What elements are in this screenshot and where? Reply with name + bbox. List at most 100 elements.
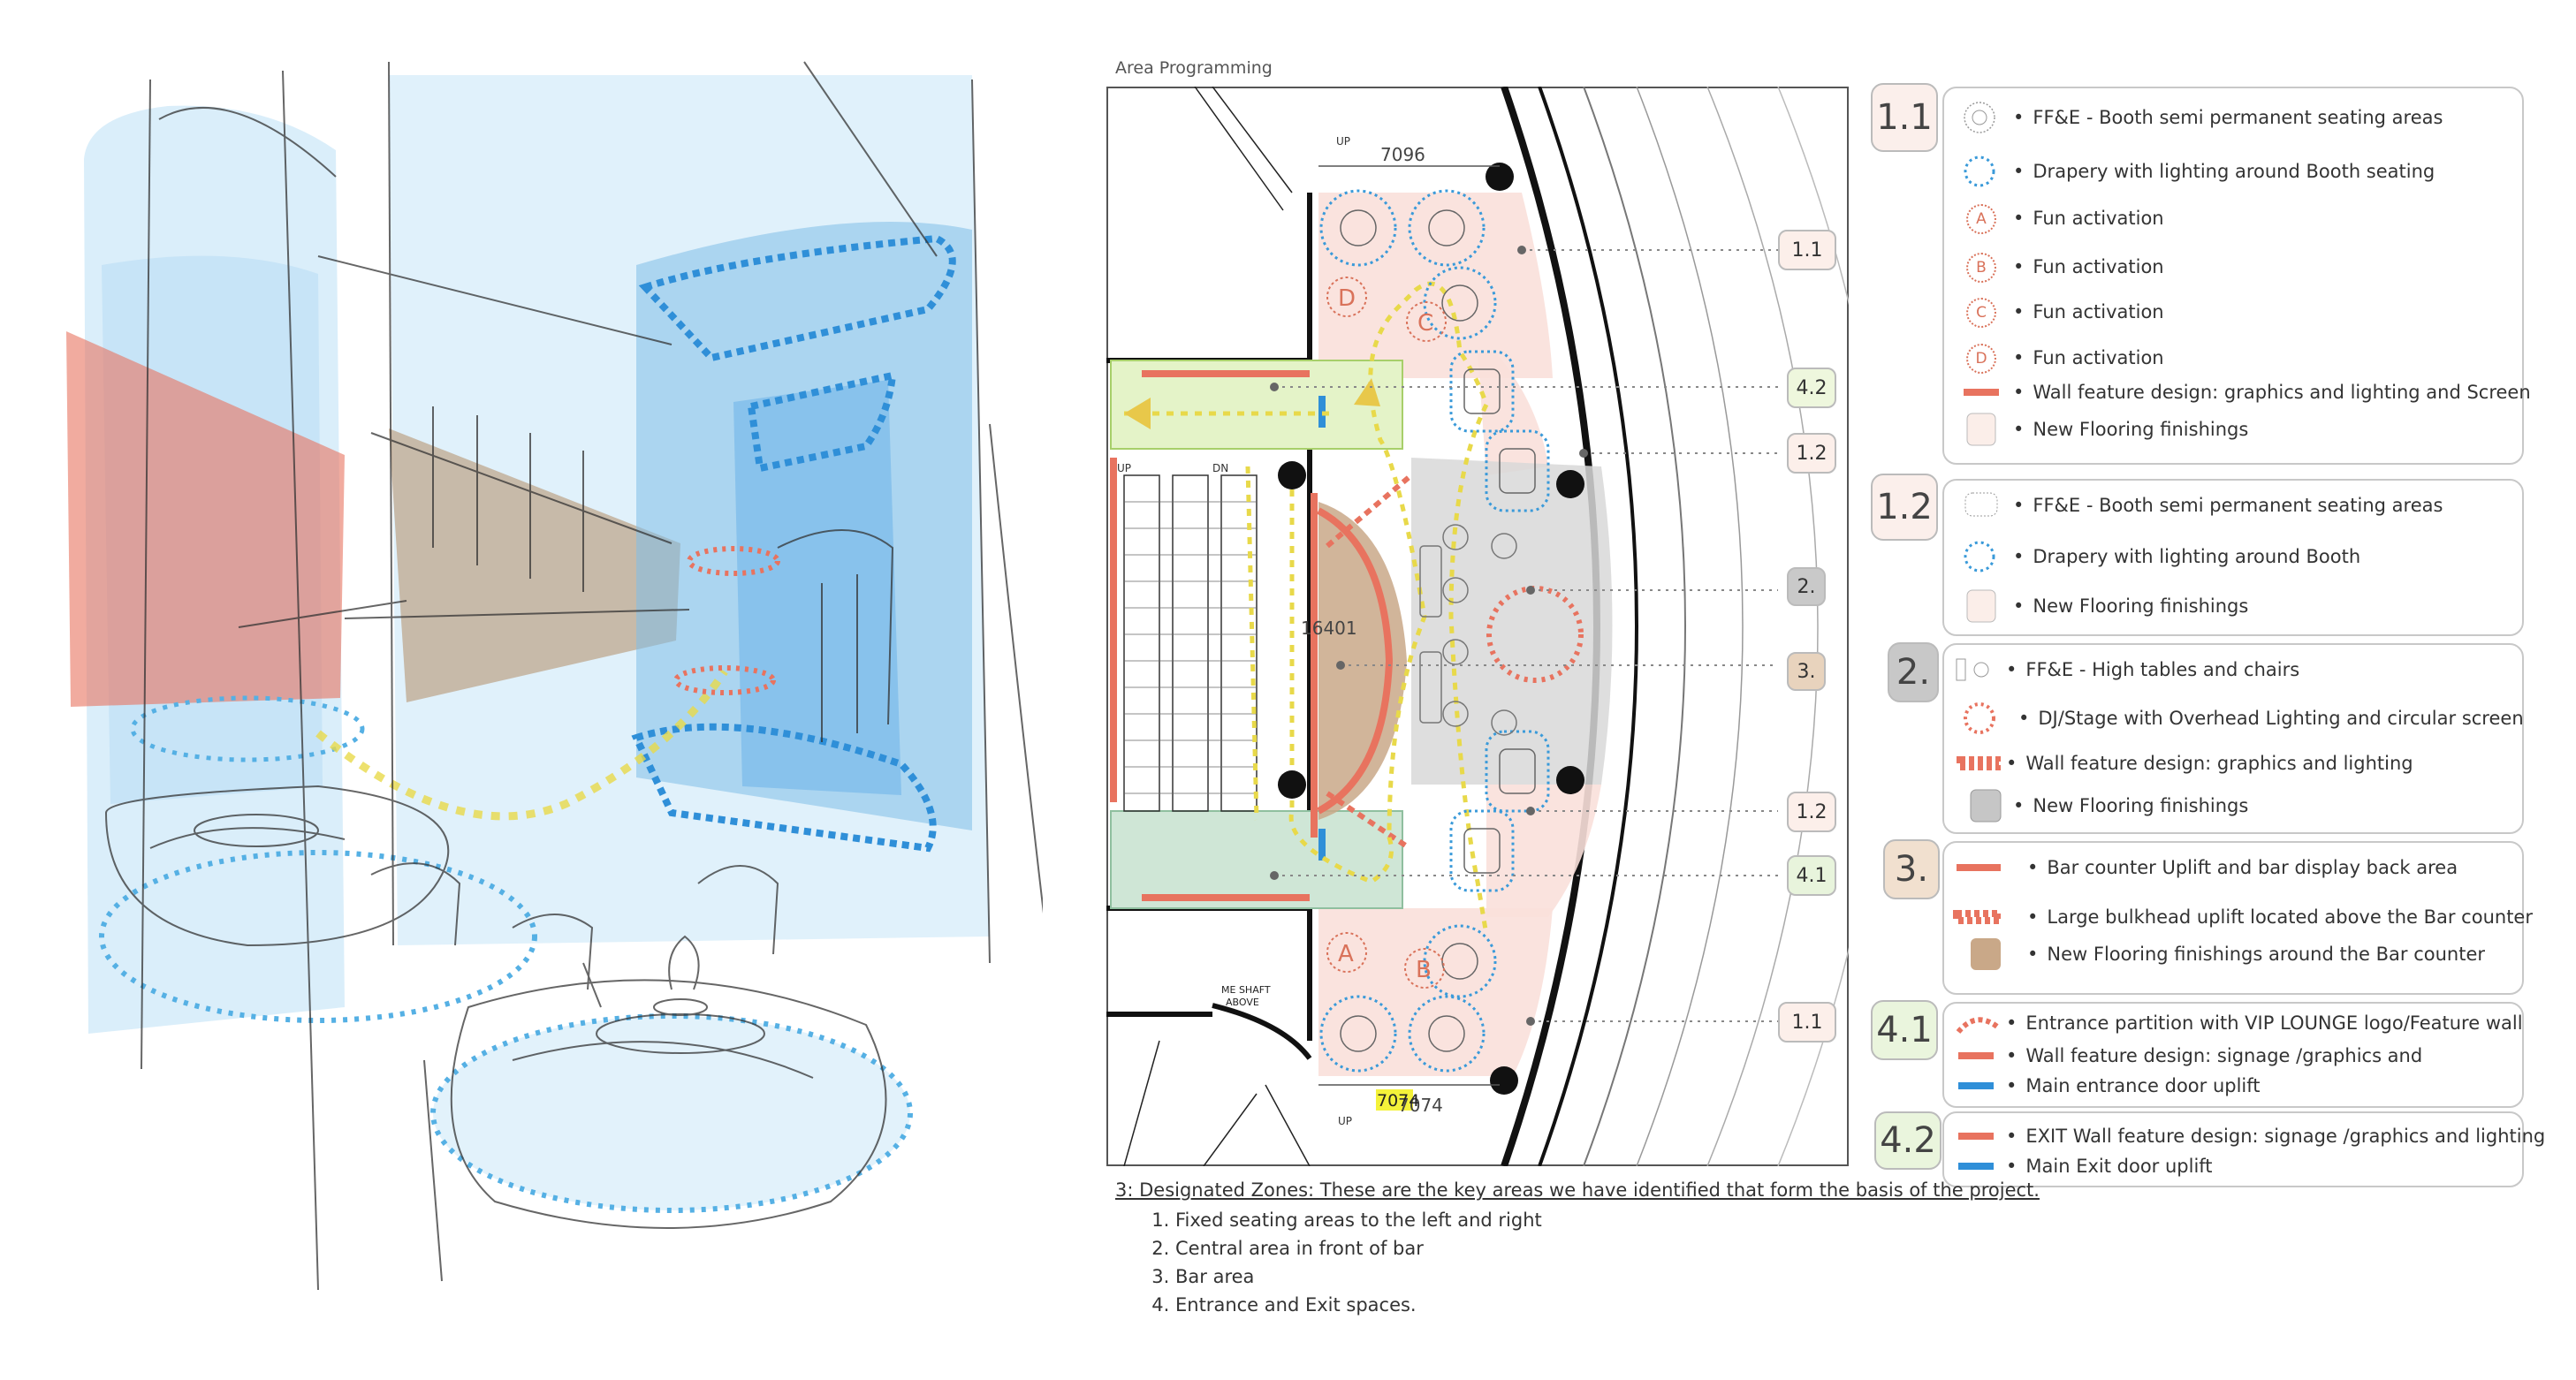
- legend-row-1-2-floor: New Flooring finishings: [1960, 588, 2248, 624]
- legend-row-1-2-booth: FF&E - Booth semi permanent seating area…: [1960, 488, 2443, 523]
- red-dashed-arc-icon: [1953, 1005, 2001, 1041]
- legend-badge-4-2: 4.2: [1874, 1111, 1941, 1170]
- notes-title: 3: Designated Zones: These are the key a…: [1115, 1179, 2040, 1201]
- plan-callout-2: 2.: [1787, 567, 1826, 606]
- plan-title: Area Programming: [1115, 58, 1273, 78]
- legend-row-1-1-d: D Fun activation: [1960, 340, 2164, 375]
- legend-box-4-2: [1942, 1111, 2524, 1187]
- legend-row-1-1-c: C Fun activation: [1960, 294, 2164, 330]
- legend-row-2-tables: FF&E - High tables and chairs: [1953, 652, 2299, 687]
- plan-dj-stage: [1486, 586, 1584, 683]
- drapery-blue-circle-icon: [1960, 154, 2008, 189]
- sketch-bar-back: [389, 428, 680, 702]
- notes-item: Fixed seating areas to the left and righ…: [1175, 1206, 2040, 1234]
- blue-bar-icon: [1953, 1068, 2001, 1103]
- plan-zone-1-1-top: [1318, 193, 1553, 378]
- plan-callout-1-1-top: 1.1: [1778, 230, 1836, 270]
- red-dashed-bar-icon: [1953, 899, 2004, 935]
- notes-list: Fixed seating areas to the left and righ…: [1115, 1206, 2040, 1319]
- legend-box-1-2: [1942, 479, 2524, 636]
- sketch-booth-drapery-left: [99, 850, 537, 1023]
- legend-box-2: [1942, 643, 2524, 834]
- circle-a-icon: A: [1960, 201, 2008, 236]
- red-bar-icon: [1953, 850, 2013, 885]
- legend-row-2-wall: Wall feature design: graphics and lighti…: [1953, 746, 2413, 781]
- legend-row-2-floor: New Flooring finishings: [1960, 788, 2248, 823]
- legend-row-4-1-wall: Wall feature design: signage /graphics a…: [1953, 1038, 2422, 1073]
- legend-box-1-1: [1942, 87, 2524, 465]
- tan-swatch-icon: [1960, 936, 2008, 972]
- notes-item: Bar area: [1175, 1262, 2040, 1291]
- plan-up-label-esc: UP: [1117, 462, 1131, 474]
- pink-swatch-icon: [1960, 588, 2008, 624]
- legend-row-1-1-booth: FF&E - Booth semi permanent seating area…: [1960, 100, 2443, 135]
- legend-row-1-1-wall: Wall feature design: graphics and lighti…: [1960, 375, 2531, 410]
- sketch-dashed-box-low: [631, 723, 937, 853]
- legend-row-4-1-door: Main entrance door uplift: [1953, 1068, 2261, 1103]
- legend-row-4-2-exit-wall: EXIT Wall feature design: signage /graph…: [1953, 1118, 2545, 1154]
- plan-dim-top: 7096: [1380, 144, 1425, 165]
- floor-plan: 7096 7074 7074 16401 UP UP UP DN ME SHAF…: [1106, 87, 1849, 1166]
- red-bar-icon: [1960, 375, 2008, 410]
- legend-row-3-bulkhead: Large bulkhead uplift located above the …: [1953, 899, 2533, 935]
- legend-row-1-1-floor: New Flooring finishings: [1960, 412, 2248, 447]
- sketch-blue-inner-right: [733, 380, 901, 795]
- legend-row-1-2-drapery: Drapery with lighting around Booth: [1960, 539, 2360, 574]
- plan-zone-2: [1411, 458, 1613, 785]
- tables-chairs-icon: [1953, 652, 2001, 687]
- legend-row-1-1-b: B Fun activation: [1960, 249, 2164, 284]
- plan-circle-d: D: [1338, 285, 1356, 312]
- red-bar-icon: [1953, 1118, 2001, 1154]
- plan-callout-3: 3.: [1787, 652, 1826, 691]
- plan-zone-3-bar: [1318, 502, 1407, 820]
- legend-row-3-floor: New Flooring finishings around the Bar c…: [1960, 936, 2485, 972]
- plan-callout-4-1: 4.1: [1787, 855, 1836, 896]
- dj-stage-circle-icon: [1953, 701, 2001, 736]
- plan-dim-center: 16401: [1301, 618, 1357, 639]
- sketch-circulation-path: [315, 669, 728, 821]
- legend-badge-4-1: 4.1: [1871, 1000, 1938, 1060]
- plan-zone-4-1: [1110, 810, 1403, 909]
- red-bar-icon: [1953, 1038, 2001, 1073]
- plan-callout-1-1-bottom: 1.1: [1778, 1002, 1836, 1043]
- red-dashed-bar-icon: [1953, 746, 2002, 781]
- notes-item: Central area in front of bar: [1175, 1234, 2040, 1262]
- circle-b-icon: B: [1960, 249, 2008, 284]
- legend-row-2-dj: DJ/Stage with Overhead Lighting and circ…: [1953, 701, 2524, 736]
- grey-swatch-icon: [1960, 788, 2008, 823]
- sketch-dashed-box-top: [638, 234, 956, 362]
- plan-shaft-label-1: ME SHAFT: [1221, 984, 1271, 996]
- notes-item: Entrance and Exit spaces.: [1175, 1291, 2040, 1319]
- plan-callout-1-2-bottom: 1.2: [1787, 792, 1836, 832]
- drapery-blue-circle-icon: [1960, 539, 2008, 574]
- plan-dim-bottom: 7074: [1398, 1095, 1443, 1116]
- legend-badge-2: 2.: [1888, 642, 1939, 702]
- plan-callout-1-2-top: 1.2: [1787, 433, 1836, 474]
- plan-dim-bottom-highlight: 7074: [1377, 1091, 1419, 1111]
- sketch-booth-drapery-front: [433, 1016, 910, 1210]
- plan-up-label-top: UP: [1336, 135, 1350, 148]
- plan-callout-4-2: 4.2: [1787, 368, 1836, 408]
- plan-shaft-label-2: ABOVE: [1226, 997, 1259, 1008]
- designated-zones-notes: 3: Designated Zones: These are the key a…: [1115, 1179, 2040, 1319]
- sketch-red-wall-left: [66, 331, 345, 707]
- sketch-booth-drapery-rear: [130, 695, 365, 762]
- plan-circle-c: C: [1417, 310, 1433, 337]
- booth-icon: [1960, 488, 2008, 523]
- pink-swatch-icon: [1960, 412, 2008, 447]
- blue-bar-icon: [1953, 1149, 2001, 1184]
- plan-circle-b: B: [1416, 957, 1432, 983]
- booth-icon: [1960, 100, 2008, 135]
- legend-badge-1-1: 1.1: [1871, 83, 1938, 152]
- plan-dn-label: DN: [1212, 462, 1228, 474]
- perspective-sketch: [66, 61, 1043, 1291]
- legend-box-4-1: [1942, 1002, 2524, 1108]
- legend-badge-3: 3.: [1883, 839, 1940, 899]
- legend-row-4-1-partition: Entrance partition with VIP LOUNGE logo/…: [1953, 1005, 2523, 1041]
- legend-row-1-1-a: A Fun activation: [1960, 201, 2164, 236]
- plan-circulation-path: [1124, 281, 1489, 936]
- circle-c-icon: C: [1960, 294, 2008, 330]
- circle-d-icon: D: [1960, 340, 2008, 375]
- plan-up-label-bottom: UP: [1338, 1115, 1352, 1127]
- legend-row-1-1-drapery: Drapery with lighting around Booth seati…: [1960, 154, 2435, 189]
